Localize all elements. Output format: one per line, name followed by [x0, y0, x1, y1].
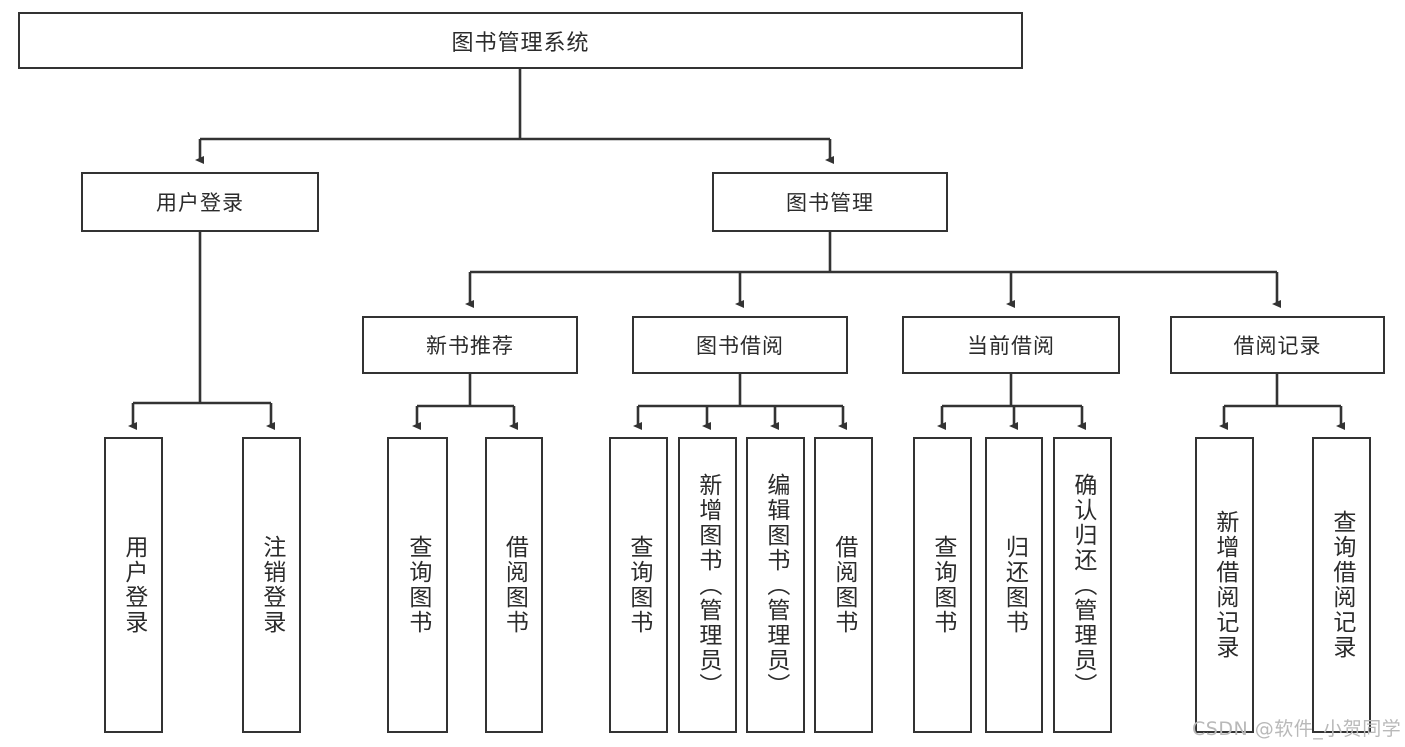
node-leaf-add-borrow-record-label: 新增借阅记录	[1211, 510, 1238, 660]
node-leaf-edit-book-admin-label: 编辑图书（管理员）	[762, 472, 789, 698]
node-borrow-record-label: 借阅记录	[1233, 334, 1322, 358]
node-leaf-query-book-rec-label: 查询图书	[404, 535, 431, 635]
node-user-login-label: 用户登录	[156, 191, 244, 215]
node-leaf-query-borrow-record[interactable]: 查询借阅记录	[1312, 437, 1371, 733]
node-book-borrow-label: 图书借阅	[696, 334, 784, 358]
node-new-book-recommend-label: 新书推荐	[426, 334, 514, 358]
node-leaf-query-book-current-label: 查询图书	[929, 535, 956, 635]
watermark: CSDN @软件_小贺同学	[1192, 718, 1402, 740]
node-borrow-record[interactable]: 借阅记录	[1170, 316, 1385, 374]
node-leaf-borrow-book[interactable]: 借阅图书	[814, 437, 873, 733]
node-leaf-user-login-label: 用户登录	[120, 535, 147, 635]
node-leaf-return-book[interactable]: 归还图书	[985, 437, 1043, 733]
node-root-label: 图书管理系统	[451, 30, 590, 56]
node-current-borrow[interactable]: 当前借阅	[902, 316, 1120, 374]
node-leaf-logout-label: 注销登录	[258, 535, 285, 635]
node-book-borrow[interactable]: 图书借阅	[632, 316, 848, 374]
node-leaf-query-book-borrow-label: 查询图书	[625, 535, 652, 635]
node-leaf-borrow-book-rec[interactable]: 借阅图书	[485, 437, 543, 733]
node-current-borrow-label: 当前借阅	[967, 334, 1055, 358]
node-leaf-query-book-rec[interactable]: 查询图书	[387, 437, 448, 733]
node-leaf-confirm-return-admin[interactable]: 确认归还（管理员）	[1053, 437, 1112, 733]
node-book-management[interactable]: 图书管理	[712, 172, 948, 232]
node-leaf-query-book-current[interactable]: 查询图书	[913, 437, 972, 733]
node-leaf-user-login[interactable]: 用户登录	[104, 437, 163, 733]
node-leaf-return-book-label: 归还图书	[1001, 535, 1028, 635]
node-leaf-borrow-book-rec-label: 借阅图书	[501, 535, 528, 635]
node-leaf-add-borrow-record[interactable]: 新增借阅记录	[1195, 437, 1254, 733]
node-leaf-edit-book-admin[interactable]: 编辑图书（管理员）	[746, 437, 805, 733]
node-leaf-add-book-admin-label: 新增图书（管理员）	[694, 472, 721, 698]
node-user-login[interactable]: 用户登录	[81, 172, 319, 232]
node-root[interactable]: 图书管理系统	[18, 12, 1023, 69]
node-book-management-label: 图书管理	[786, 191, 874, 215]
node-new-book-recommend[interactable]: 新书推荐	[362, 316, 578, 374]
node-leaf-query-borrow-record-label: 查询借阅记录	[1328, 510, 1355, 660]
node-leaf-query-book-borrow[interactable]: 查询图书	[609, 437, 668, 733]
node-leaf-confirm-return-admin-label: 确认归还（管理员）	[1069, 472, 1096, 698]
node-leaf-borrow-book-label: 借阅图书	[830, 535, 857, 635]
node-leaf-logout[interactable]: 注销登录	[242, 437, 301, 733]
node-leaf-add-book-admin[interactable]: 新增图书（管理员）	[678, 437, 737, 733]
